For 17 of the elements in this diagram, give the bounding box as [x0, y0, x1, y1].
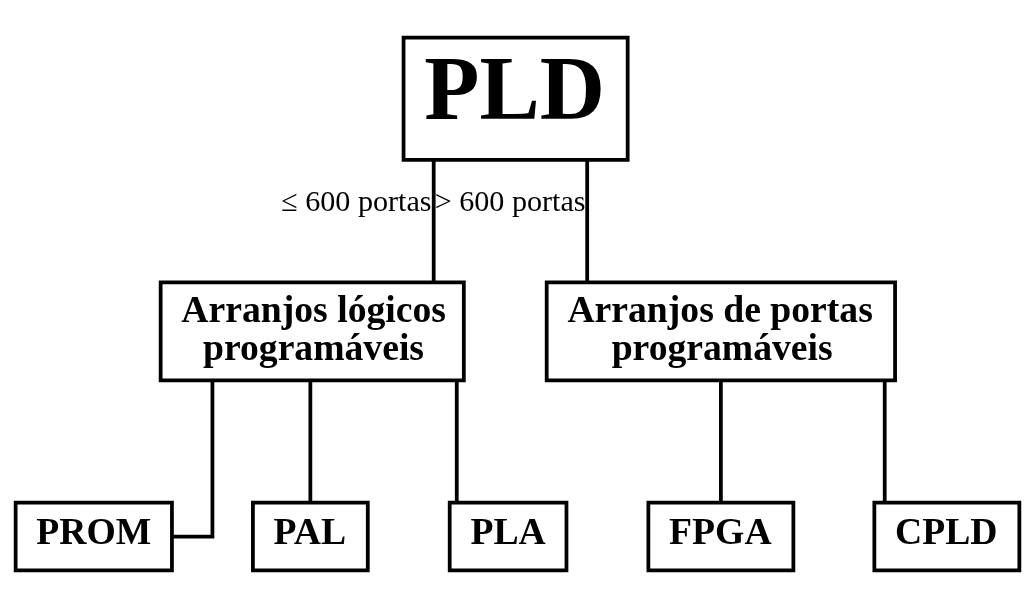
connector	[585, 159, 590, 282]
node-box: Arranjos lógicos programáveis	[158, 279, 466, 382]
connector	[719, 380, 723, 503]
node-box: PAL	[251, 500, 370, 572]
node-box: FPGA	[646, 500, 796, 572]
node-box: PLD	[401, 35, 630, 162]
node-box: PLA	[447, 500, 569, 572]
node-box: CPLD	[872, 500, 1022, 572]
edge-label: ≤ 600 portas	[281, 183, 432, 218]
edge-label: > 600 portas	[434, 183, 586, 218]
node-box: Arranjos de portas programáveis	[544, 279, 897, 382]
connector	[172, 380, 215, 538]
connector	[882, 380, 887, 503]
connector	[454, 380, 459, 503]
connector	[431, 159, 436, 282]
connector	[308, 380, 313, 503]
node-box: PROM	[13, 500, 174, 572]
